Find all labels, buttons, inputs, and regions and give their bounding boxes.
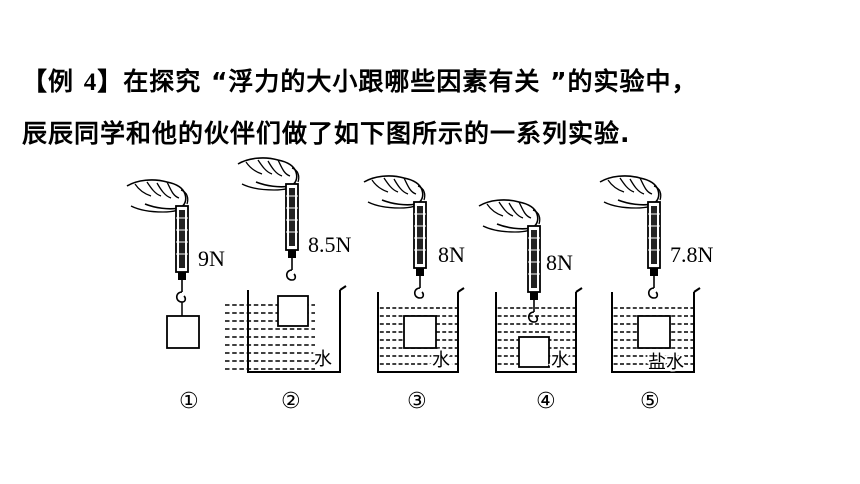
problem-text-1: 在探究 “浮力的大小跟哪些因素有关 ”的实验中，: [123, 67, 698, 96]
problem-line-2: 辰辰同学和他的伙伴们做了如下图所示的一系列实验.: [22, 114, 631, 150]
liquid-label-2: 水: [314, 349, 332, 370]
force-reading-1: 9N: [198, 246, 225, 271]
panel-index-2: ②: [281, 389, 301, 414]
metal-block: [403, 315, 437, 349]
spring-scale: [175, 205, 189, 303]
metal-block: [637, 315, 671, 349]
experiment-panel-5: 盐水 7.8N ⑤: [599, 175, 714, 414]
experiment-panel-1: 9N ①: [126, 179, 225, 414]
force-reading-5: 7.8N: [670, 242, 714, 267]
force-reading-2: 8.5N: [308, 232, 352, 257]
force-reading-4: 8N: [546, 250, 573, 275]
problem-line-1: 【例 4】在探究 “浮力的大小跟哪些因素有关 ”的实验中，: [22, 62, 698, 98]
experiment-panel-4: 水 8N ④: [478, 199, 583, 414]
metal-block: [277, 295, 309, 327]
beaker: [224, 285, 347, 373]
panel-index-4: ④: [536, 389, 556, 414]
example-label: 例: [48, 67, 75, 96]
example-number: 4: [83, 69, 98, 96]
spring-scale: [285, 183, 299, 281]
spring-scale: [413, 201, 427, 299]
metal-block: [166, 315, 200, 349]
force-reading-3: 8N: [438, 242, 465, 267]
liquid-label-4: 水: [551, 350, 569, 371]
spring-scale: [647, 201, 661, 299]
liquid-label-3: 水: [432, 350, 450, 371]
liquid-label-5: 盐水: [648, 352, 684, 373]
bracket-open: 【: [22, 67, 49, 96]
metal-block: [518, 336, 550, 368]
panel-index-3: ③: [407, 389, 427, 414]
beaker: [611, 287, 701, 373]
problem-text-2: 辰辰同学和他的伙伴们做了如下图所示的一系列实验.: [22, 119, 631, 148]
experiment-panel-2: 水 8.5N ②: [224, 157, 352, 414]
experiment-panel-3: 水 8N ③: [363, 175, 465, 414]
panel-index-1: ①: [179, 389, 199, 414]
beaker: [377, 287, 465, 373]
beaker: [495, 287, 583, 373]
panel-index-5: ⑤: [640, 389, 660, 414]
bracket-close: 】: [97, 67, 124, 96]
